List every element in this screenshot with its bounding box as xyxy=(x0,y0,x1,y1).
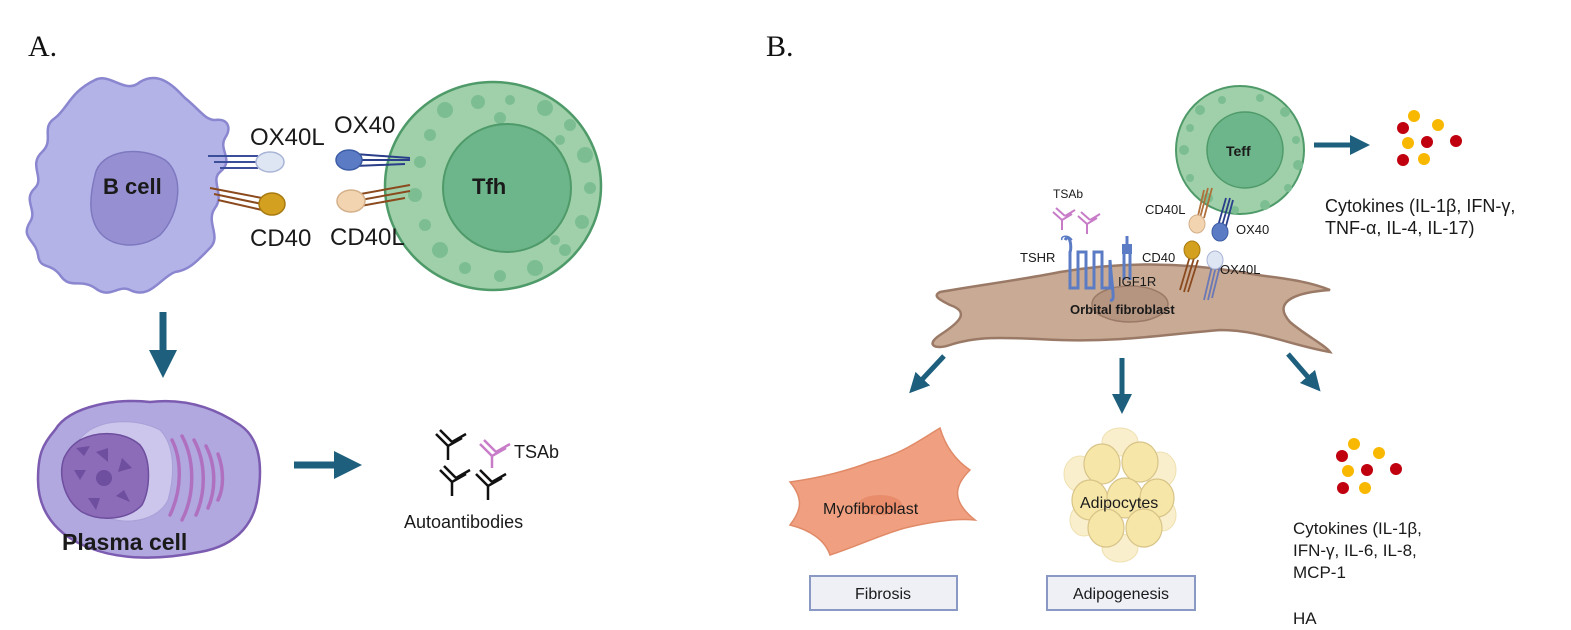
cytokines-bottom-line3: MCP-1 xyxy=(1293,563,1346,582)
cytokines-bottom-dots xyxy=(1336,438,1402,494)
cd40-receptor-a xyxy=(209,187,286,216)
adipogenesis-label: Adipogenesis xyxy=(1073,586,1169,603)
ox40l-receptor-a xyxy=(208,151,285,173)
cytokines-top-line2: TNF-α, IL-4, IL-17) xyxy=(1325,218,1474,238)
adipogenesis-box: Adipogenesis xyxy=(1046,575,1196,611)
tsab-antibodies-b xyxy=(1052,207,1101,234)
adipocytes: Adipocytes xyxy=(1063,427,1177,563)
fibrosis-box: Fibrosis xyxy=(809,575,958,611)
arrow-to-myofibroblast xyxy=(909,354,946,394)
ox40-receptor-b xyxy=(1211,197,1234,242)
orbital-fibroblast: Orbital fibroblast xyxy=(931,263,1333,354)
ox40l-label-a: OX40L xyxy=(250,124,325,151)
teff-granules xyxy=(1179,94,1303,214)
plasma-cell-label: Plasma cell xyxy=(62,529,187,555)
ha-label: HA xyxy=(1293,609,1317,628)
tshr-label: TSHR xyxy=(1020,250,1055,265)
igf1r-receptor xyxy=(1122,236,1132,280)
tfh-nucleus xyxy=(442,123,572,253)
ox40-label-a: OX40 xyxy=(334,112,395,139)
teff-cell: Teff xyxy=(1175,85,1305,215)
ox40-receptor-a xyxy=(335,149,411,171)
plasma-chromatin xyxy=(74,446,132,510)
cd40l-label-a: CD40L xyxy=(330,224,405,251)
cd40-receptor-b xyxy=(1179,240,1201,293)
myofibroblast-body xyxy=(788,426,978,556)
b-cell-nucleus xyxy=(90,150,179,246)
myofibroblast: Myofibroblast xyxy=(788,426,978,556)
cd40l-receptor-a xyxy=(336,184,411,213)
cytokines-bottom-line1: Cytokines (IL-1β, xyxy=(1293,519,1422,538)
fibrosis-label: Fibrosis xyxy=(855,586,911,603)
cytokines-top-line1: Cytokines (IL-1β, IFN-γ, xyxy=(1325,196,1515,216)
tfh-cell: Tfh xyxy=(383,80,603,292)
fibroblast-label: Orbital fibroblast xyxy=(1070,302,1175,317)
tfh-granules xyxy=(408,95,596,282)
b-cell-label: B cell xyxy=(103,174,162,199)
antibody-icon xyxy=(475,469,507,500)
antibody-icon xyxy=(439,465,471,496)
cytokines-bottom-line2: IFN-γ, IL-6, IL-8, xyxy=(1293,541,1417,560)
adipocytes-label: Adipocytes xyxy=(1080,495,1158,512)
cd40-label-a: CD40 xyxy=(250,225,311,252)
tsab-antibody-icon xyxy=(479,439,511,468)
autoantibodies-icons xyxy=(435,429,511,500)
b-cell: B cell xyxy=(25,76,230,294)
adipocytes-front xyxy=(1071,441,1175,548)
plasma-cell: Plasma cell xyxy=(36,399,262,559)
cytokines-top-dots xyxy=(1397,110,1462,166)
fibroblast-nucleus xyxy=(1091,285,1169,323)
autoantibodies-label: Autoantibodies xyxy=(404,512,523,532)
teff-label: Teff xyxy=(1226,143,1251,159)
tsab-label-b: TSAb xyxy=(1053,187,1083,201)
myofibroblast-label: Myofibroblast xyxy=(823,501,919,518)
ox40l-label-b: OX40L xyxy=(1220,262,1260,277)
tshr-receptor xyxy=(1060,235,1115,302)
panel-b-label: B. xyxy=(766,30,794,63)
ox40l-receptor-b xyxy=(1203,250,1224,301)
plasma-er xyxy=(168,434,225,522)
ox40-label-b: OX40 xyxy=(1236,222,1269,237)
tfh-label: Tfh xyxy=(472,174,506,199)
cd40l-label-b: CD40L xyxy=(1145,202,1185,217)
antibody-icon xyxy=(435,429,467,460)
tsab-label-a: TSAb xyxy=(514,442,559,462)
teff-nucleus xyxy=(1206,111,1284,189)
cd40-label-b: CD40 xyxy=(1142,250,1175,265)
panel-a-label: A. xyxy=(28,30,57,63)
cd40l-receptor-b xyxy=(1188,187,1213,234)
arrow-to-cytokines-bottom xyxy=(1286,352,1321,392)
igf1r-label: IGF1R xyxy=(1118,274,1156,289)
